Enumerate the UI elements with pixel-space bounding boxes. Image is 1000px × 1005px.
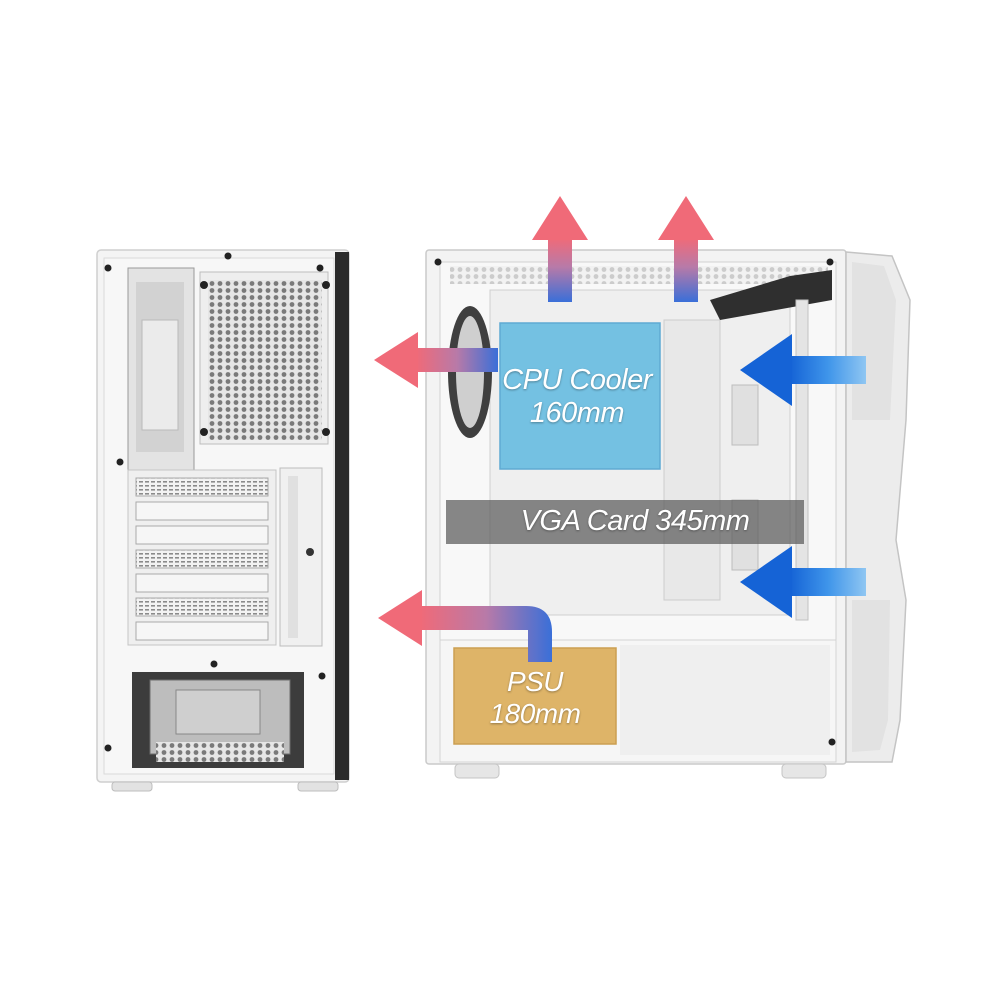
cpu-cooler-label-line1: CPU Cooler [502, 364, 652, 396]
cpu-cooler-label-line2: 160mm [529, 397, 625, 430]
cpu-cooler-zone [499, 322, 661, 470]
top-exhaust-arrow-right [658, 196, 714, 302]
psu-opening [132, 672, 304, 768]
psu-label-line2: 180mm [489, 698, 581, 730]
top-exhaust-arrow-left [532, 196, 588, 302]
vga-card-label: VGA Card 345mm [520, 505, 750, 537]
cpu-cooler-label: CPU Cooler 160mm [497, 364, 657, 431]
expansion-slots [127, 469, 277, 646]
psu-zone [453, 647, 617, 745]
psu-label: PSU 180mm [455, 666, 615, 730]
psu-exhaust-arrow [378, 590, 552, 662]
rear-view-case [96, 249, 350, 792]
vga-card-zone [446, 500, 804, 544]
front-intake-arrow-top [740, 334, 866, 406]
rear-exhaust-arrow [374, 332, 498, 388]
psu-label-line1: PSU [506, 666, 564, 697]
front-intake-arrow-bottom [740, 546, 866, 618]
